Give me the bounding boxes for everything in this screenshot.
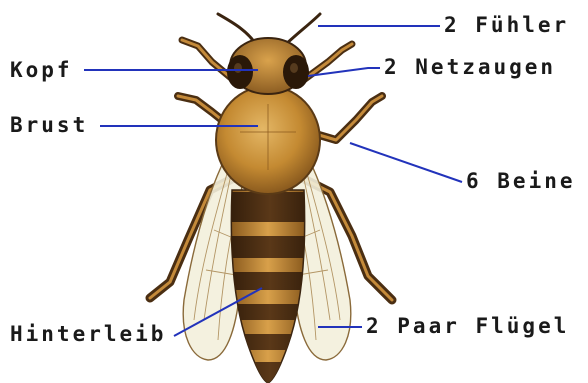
label-eyes: 2 Netzaugen [384,57,556,78]
leader-legs [350,143,462,182]
thorax [216,86,320,194]
label-wings: 2 Paar Flügel [366,316,569,337]
label-thorax: Brust [10,115,88,136]
label-antennae: 2 Fühler [444,15,569,36]
label-head: Kopf [10,60,73,81]
label-abdomen: Hinterleib [10,324,166,345]
label-legs: 6 Beine [466,171,576,192]
head [227,38,309,94]
